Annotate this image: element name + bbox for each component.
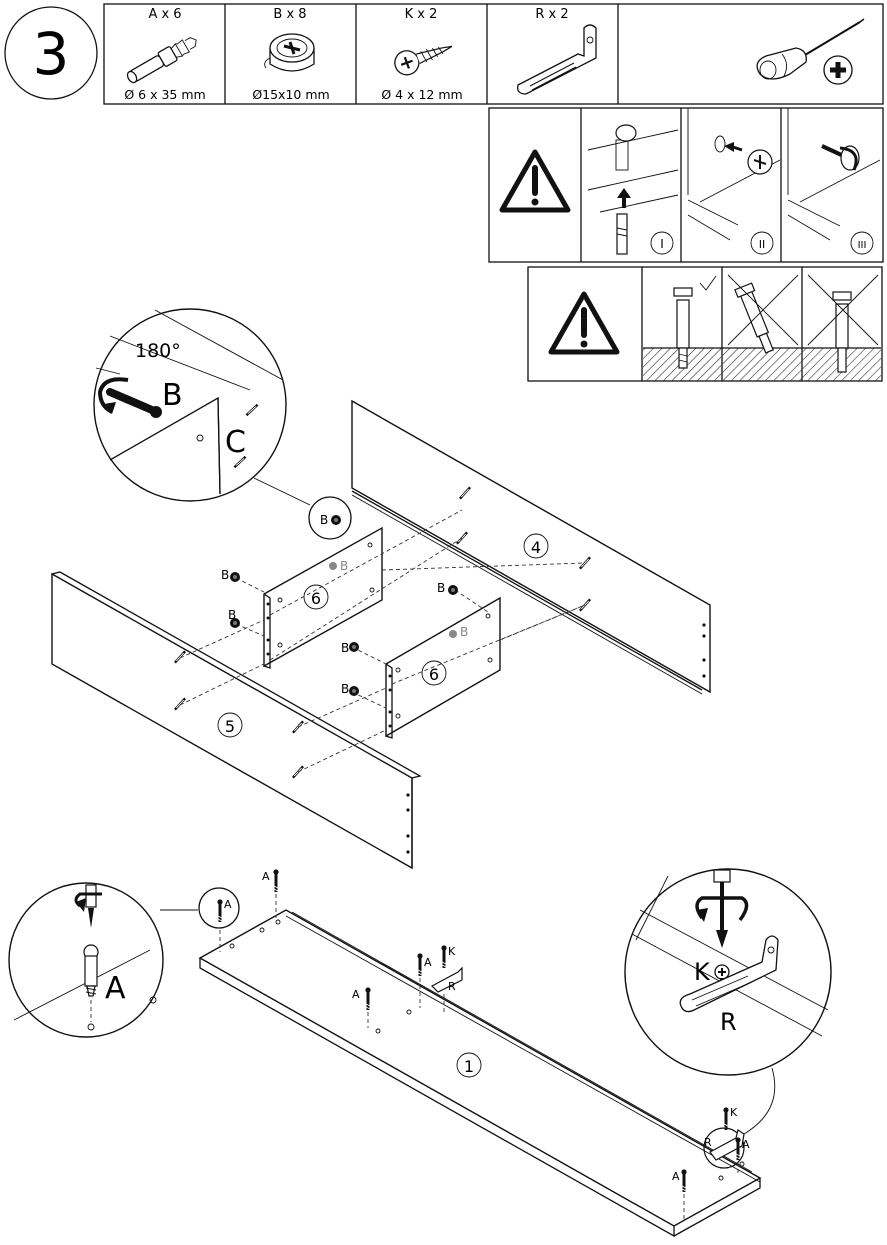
marker-b-1: B <box>221 568 229 582</box>
depth-wrong-tilted-illustration <box>727 274 799 354</box>
parts-table: A x 6 Ø 6 x 35 mm B x 8 Ø15x10 mm K x 2 <box>103 3 884 105</box>
dowel-detail-callout: A <box>8 882 198 1038</box>
warning-icon <box>548 291 620 355</box>
marker-b: B <box>320 513 328 527</box>
marker-b-3: B <box>437 581 445 595</box>
rotation-label: 180° <box>135 340 181 362</box>
cam-b-markers: B B B B B <box>221 568 458 696</box>
panel-6-right: B 6 <box>385 596 501 739</box>
cam-lock-icon <box>264 33 315 72</box>
warning-sequence-panel: I II III <box>488 107 884 263</box>
depth-wrong-loose-illustration <box>807 274 879 373</box>
panel-4: 4 <box>351 399 711 695</box>
phillips-screwdriver-icon <box>756 18 865 85</box>
cam-lock-detail-callout: 180° B C <box>93 308 311 506</box>
marker-b-4: B <box>341 641 349 655</box>
panel-6-left-label: 6 <box>311 589 321 608</box>
l-bracket-icon <box>517 24 597 95</box>
marker-a-1: A <box>262 870 270 883</box>
panel-6-right-b: B <box>460 625 468 639</box>
marker-a-3: A <box>424 956 432 969</box>
part-a-code: A x 6 <box>148 7 181 22</box>
warning-icon <box>499 149 571 213</box>
assembly-guides-upper <box>179 509 586 773</box>
marker-a-bubble: A <box>224 898 232 911</box>
marker-k-1: K <box>448 945 456 958</box>
marker-k-2: K <box>730 1106 738 1119</box>
step-number: 3 <box>33 20 70 88</box>
dowel-a-marker-bubble: A <box>198 887 240 929</box>
part-k-spec: Ø 4 x 12 mm <box>381 87 462 102</box>
step-iii-illustration: III <box>787 108 881 255</box>
marker-r-1: R <box>448 980 456 993</box>
cam-b-marker-bubble: B <box>308 496 352 540</box>
panel-1: 1 <box>198 909 762 1238</box>
cam-label-b: B <box>162 378 183 413</box>
bracket-detail-callout: K R <box>624 868 832 1135</box>
screw-label-k: K <box>694 958 711 986</box>
panel-5-label: 5 <box>225 717 235 736</box>
warning-depth-panel <box>527 266 883 382</box>
panel-6-left: B 6 <box>263 526 383 669</box>
part-b-spec: Ø15x10 mm <box>252 87 329 102</box>
marker-a-5: A <box>742 1138 750 1151</box>
panel-1-label: 1 <box>464 1057 474 1076</box>
depth-correct-illustration <box>673 275 717 369</box>
dowel-screw-icon <box>126 37 197 84</box>
pin-label-c: C <box>225 425 246 460</box>
marker-a-2: A <box>352 988 360 1001</box>
panel-6-left-b: B <box>340 559 348 573</box>
panel-6-right-label: 6 <box>429 665 439 684</box>
marker-r-2: R <box>704 1136 712 1149</box>
bracket-label-r: R <box>720 1008 737 1036</box>
screw-icon <box>394 45 453 76</box>
marker-b-5: B <box>341 682 349 696</box>
step-i-illustration: I <box>587 124 679 255</box>
part-b-code: B x 8 <box>273 7 306 22</box>
step-number-badge: 3 <box>4 6 98 100</box>
part-k-code: K x 2 <box>405 7 438 22</box>
panel-5: 5 <box>51 571 422 870</box>
step-ii-illustration: II <box>687 108 781 255</box>
marker-a-4: A <box>672 1170 680 1183</box>
step-i-label: I <box>660 237 664 251</box>
panel-1-fixings: A A A K R A K R A <box>219 867 750 1222</box>
step-ii-label: II <box>759 238 766 251</box>
step-iii-label: III <box>858 240 867 251</box>
panel-4-label: 4 <box>531 538 541 557</box>
part-a-spec: Ø 6 x 35 mm <box>124 87 205 102</box>
part-r-code: R x 2 <box>535 7 568 22</box>
marker-b-2: B <box>228 608 236 622</box>
dowel-label-a: A <box>105 971 126 1006</box>
